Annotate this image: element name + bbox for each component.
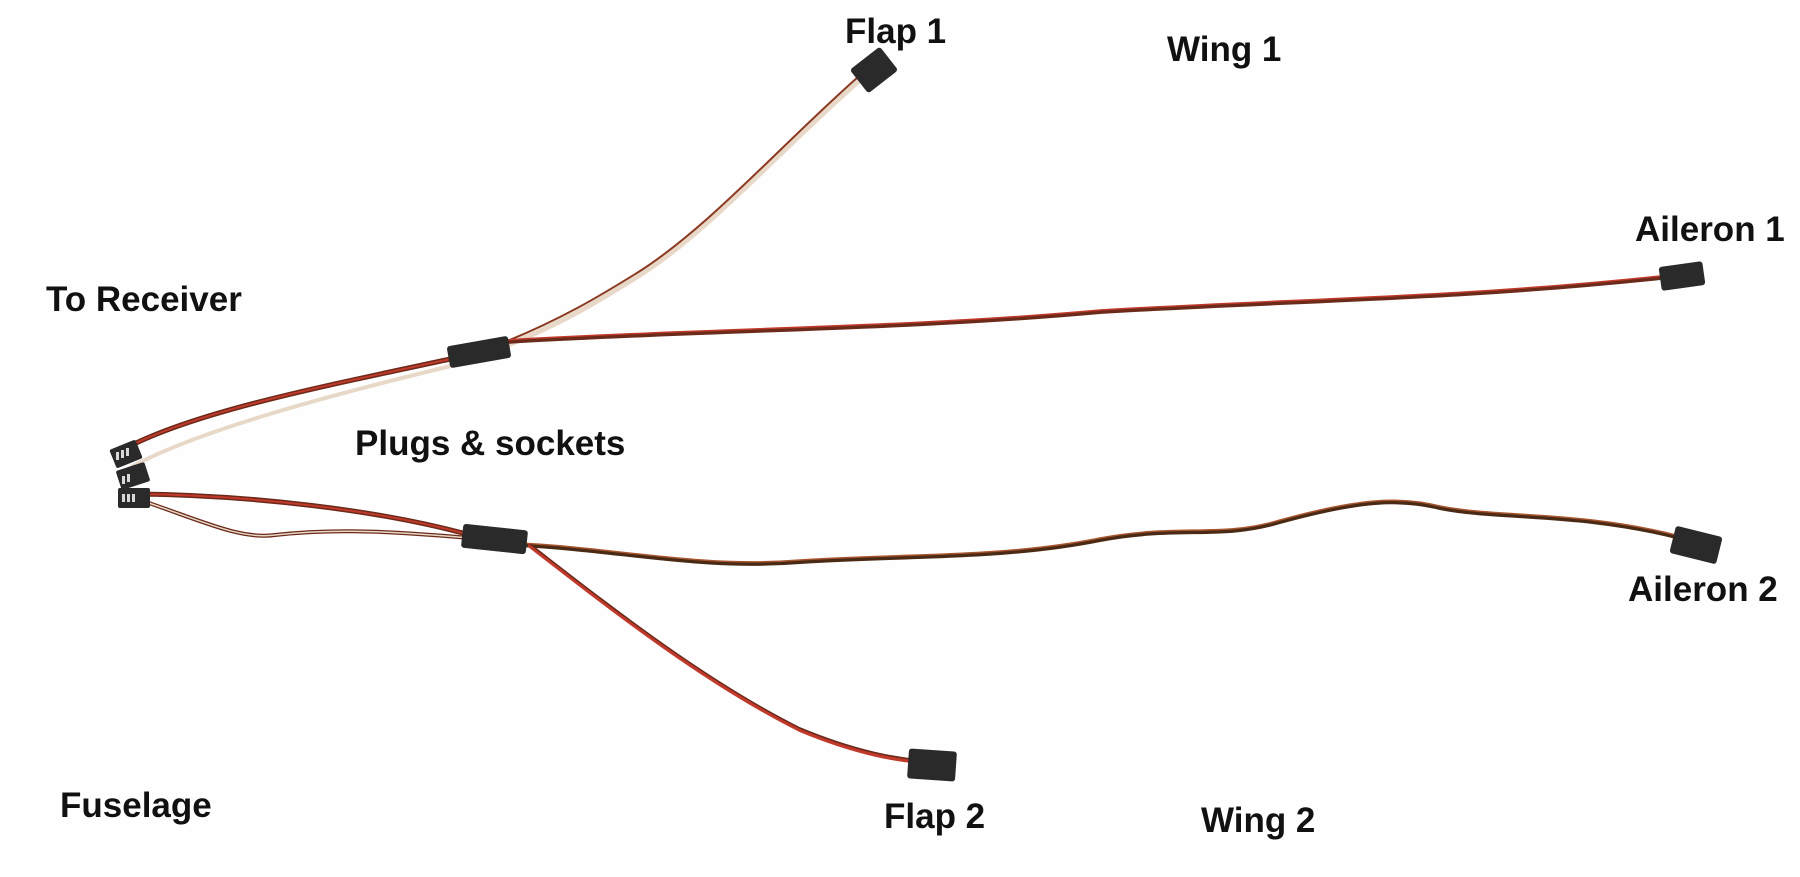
aileron2-connector [1669, 526, 1723, 564]
label-flap-2: Flap 2 [884, 797, 986, 836]
label-fuselage: Fuselage [60, 786, 212, 825]
receiver-plugs [109, 440, 150, 508]
upper-harness [125, 47, 1706, 468]
aileron1-connector [1658, 261, 1706, 291]
label-plugs-sockets: Plugs & sockets [355, 424, 626, 463]
wire-upper-splitter-to-flap1 [497, 77, 863, 351]
label-to-receiver: To Receiver [46, 280, 242, 319]
label-flap-1: Flap 1 [845, 12, 947, 51]
wire-lower-splitter-to-aileron2 [518, 500, 1682, 566]
flap1-connector [851, 47, 897, 93]
lower-harness [132, 491, 1723, 782]
flap2-connector [907, 748, 957, 782]
wire-lower-splitter-to-flap2 [528, 544, 922, 764]
label-aileron-2: Aileron 2 [1628, 570, 1778, 609]
label-wing-1: Wing 1 [1167, 30, 1282, 69]
wire-receiver-to-upper-splitter-white [131, 363, 457, 468]
upper-splitter-connector [447, 336, 511, 368]
wire-upper-splitter-to-aileron1 [503, 276, 1662, 344]
label-aileron-1: Aileron 1 [1635, 210, 1785, 249]
lower-splitter-connector [461, 524, 528, 555]
label-wing-2: Wing 2 [1201, 801, 1316, 840]
